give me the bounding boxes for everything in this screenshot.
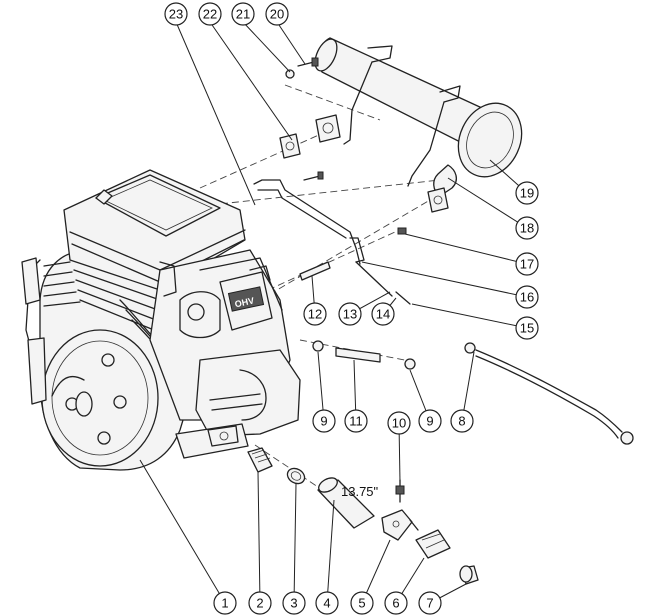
balloon-18: 18: [515, 216, 539, 240]
balloon-9a: 9: [312, 409, 336, 433]
balloon-circle: [515, 252, 539, 276]
balloon-23: 23: [164, 2, 188, 26]
balloon-6: 6: [384, 591, 408, 615]
balloon-8: 8: [450, 409, 474, 433]
balloon-circle: [282, 591, 306, 615]
balloon-label: 6: [392, 596, 399, 611]
spacer-tube-and-nuts: [312, 340, 416, 370]
balloon-16: 16: [515, 285, 539, 309]
balloon-circle: [265, 2, 289, 26]
balloon-label: 17: [520, 257, 534, 272]
balloon-22: 22: [198, 2, 222, 26]
balloon-circle: [213, 591, 237, 615]
balloon-label: 3: [290, 596, 297, 611]
balloon-circle: [344, 409, 368, 433]
balloon-circle: [350, 591, 374, 615]
balloon-10: 10: [387, 411, 411, 435]
balloon-circle: [312, 409, 336, 433]
balloon-5: 5: [350, 591, 374, 615]
balloon-19: 19: [515, 181, 539, 205]
exhaust-gasket: [279, 114, 341, 159]
balloon-20: 20: [265, 2, 289, 26]
balloon-label: 4: [323, 596, 330, 611]
balloon-label: 20: [270, 7, 284, 22]
hose-length-label: 13.75": [341, 484, 379, 499]
balloon-circle: [248, 591, 272, 615]
balloon-label: 23: [169, 7, 183, 22]
balloon-label: 10: [392, 416, 406, 431]
balloon-circle: [387, 411, 411, 435]
balloon-12: 12: [303, 302, 327, 326]
balloon-11: 11: [344, 409, 368, 433]
balloon-circle: [515, 181, 539, 205]
oil-drain-parts: [247, 447, 479, 585]
muffler: [314, 37, 523, 213]
balloon-circle: [164, 2, 188, 26]
balloon-label: 19: [520, 186, 534, 201]
balloon-3: 3: [282, 591, 306, 615]
balloon-label: 14: [376, 307, 390, 322]
balloon-label: 7: [426, 596, 433, 611]
engine: OHV: [21, 169, 301, 471]
balloon-2: 2: [248, 591, 272, 615]
balloon-label: 9: [320, 414, 327, 429]
balloon-1: 1: [213, 591, 237, 615]
balloon-label: 13: [343, 307, 357, 322]
balloon-circle: [371, 302, 395, 326]
leader-lines: [139, 21, 528, 604]
balloon-circle: [384, 591, 408, 615]
balloon-circle: [450, 409, 474, 433]
engine-badge: OHV: [234, 295, 255, 309]
balloon-label: 2: [256, 596, 263, 611]
balloon-label: 5: [358, 596, 365, 611]
balloon-7: 7: [418, 591, 442, 615]
balloon-label: 1: [221, 596, 228, 611]
balloon-circle: [515, 285, 539, 309]
bolt-and-washer: [285, 57, 324, 181]
spacer-sleeve: [299, 261, 331, 281]
balloon-circle: [515, 316, 539, 340]
ground-cable: [464, 342, 634, 445]
balloon-4: 4: [315, 591, 339, 615]
balloon-14: 14: [371, 302, 395, 326]
balloon-circle: [231, 2, 255, 26]
balloon-label: 21: [236, 7, 250, 22]
balloon-label: 11: [349, 414, 363, 429]
balloon-label: 16: [520, 290, 534, 305]
balloon-21: 21: [231, 2, 255, 26]
balloon-circle: [338, 302, 362, 326]
exhaust-bracket: [253, 179, 411, 305]
balloon-circle: [198, 2, 222, 26]
balloon-circle: [303, 302, 327, 326]
balloon-17: 17: [515, 252, 539, 276]
balloon-label: 22: [203, 7, 217, 22]
balloon-label: 18: [520, 221, 534, 236]
balloon-15: 15: [515, 316, 539, 340]
balloon-label: 9: [426, 414, 433, 429]
balloon-9b: 9: [418, 409, 442, 433]
balloon-label: 15: [520, 321, 534, 336]
balloon-circle: [315, 591, 339, 615]
balloon-circle: [418, 409, 442, 433]
balloon-circle: [418, 591, 442, 615]
balloon-label: 12: [308, 307, 322, 322]
balloon-circle: [515, 216, 539, 240]
balloon-label: 8: [458, 414, 465, 429]
balloon-13: 13: [338, 302, 362, 326]
